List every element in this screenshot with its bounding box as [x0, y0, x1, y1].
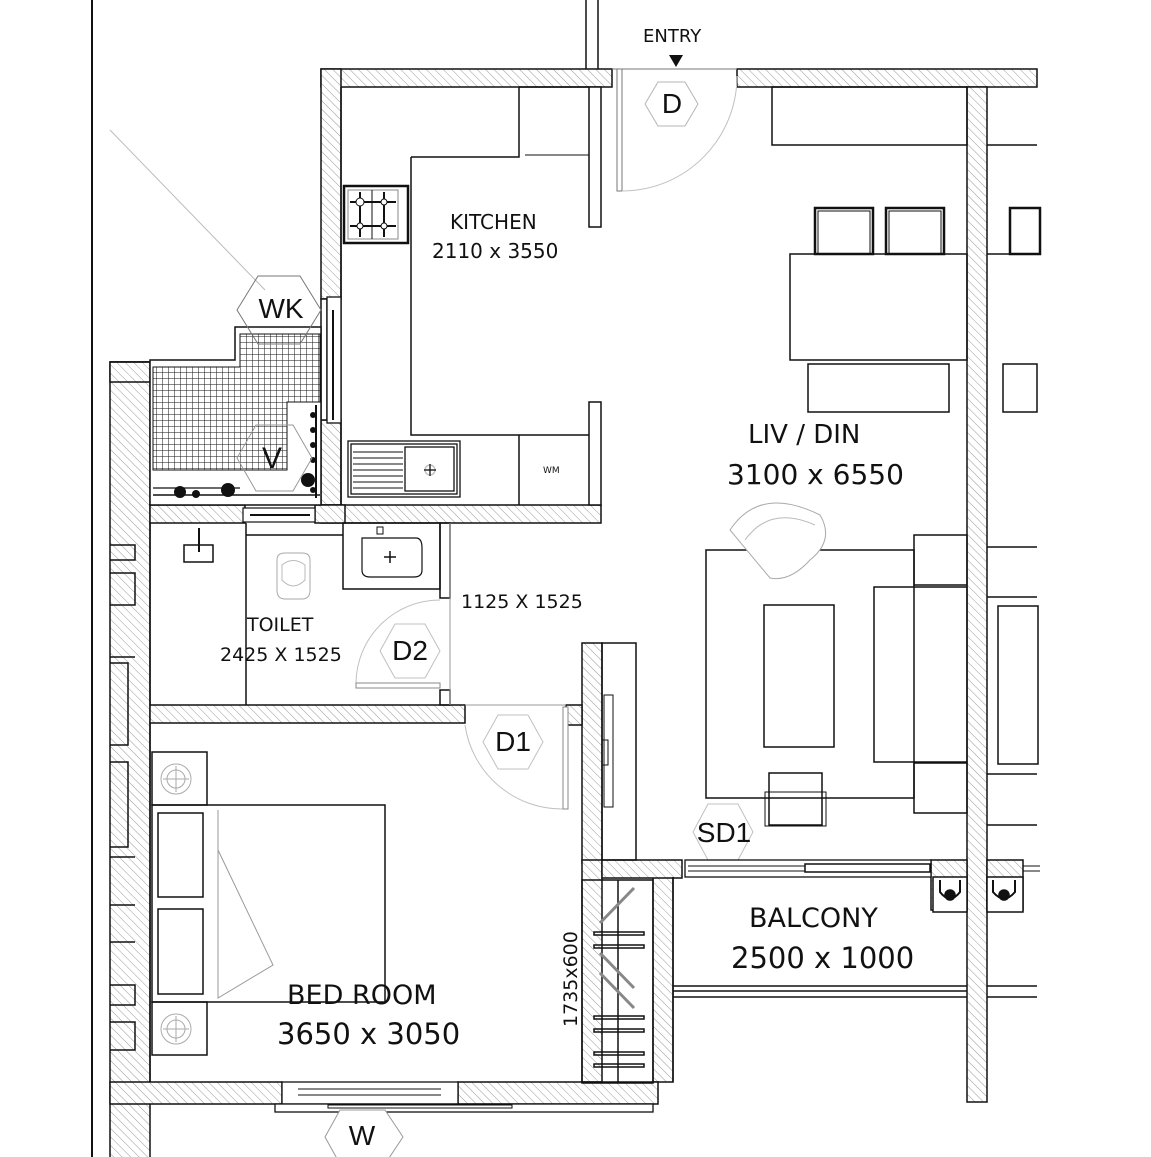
- main-door: [612, 55, 738, 192]
- door-d-tag: D: [661, 88, 683, 119]
- stove-hob: [342, 184, 410, 245]
- kitchen-dims: 2110 x 3550: [432, 239, 559, 263]
- bed: [149, 723, 386, 1082]
- balcony-name: BALCONY: [749, 903, 878, 934]
- window-w-tag: W: [348, 1120, 376, 1151]
- liv-din-dims: 3100 x 6550: [727, 458, 904, 491]
- entry-label: ENTRY: [643, 26, 702, 47]
- kitchen-name: KITCHEN: [450, 210, 537, 234]
- passage-dims: 1125 X 1525: [461, 591, 583, 613]
- armchair: [729, 502, 827, 580]
- walls: [109, 68, 1038, 1157]
- kitchen-sink: [347, 440, 461, 498]
- ventilator-tag: V: [261, 442, 282, 475]
- work-area: [109, 129, 322, 523]
- toilet-dims: 2425 X 1525: [220, 644, 342, 666]
- bedroom-dims: 3650 x 3050: [277, 1017, 461, 1051]
- bedroom-name: BED ROOM: [287, 980, 437, 1011]
- wardrobe: [581, 879, 654, 1084]
- sliding-door-tag: SD1: [696, 817, 752, 848]
- door-d2-tag: D2: [392, 635, 428, 666]
- door-d1-tag: D1: [495, 726, 531, 757]
- sliding-door-sd1: [684, 803, 1040, 878]
- toilet-name: TOILET: [247, 614, 314, 636]
- balcony-railing: [672, 876, 1037, 1082]
- liv-din-name: LIV / DIN: [748, 420, 861, 450]
- washing-machine-label: WM: [543, 466, 560, 476]
- window-w: [274, 1081, 654, 1157]
- balcony-dims: 2500 x 1000: [731, 941, 915, 975]
- door-d2: [355, 599, 441, 689]
- door-d1: [464, 706, 569, 810]
- toilet-fixtures: [149, 522, 451, 706]
- kitchen-window: [326, 296, 342, 424]
- kitchen-counters: [340, 86, 589, 505]
- wardrobe-dims: 1735x600: [560, 931, 582, 1027]
- work-area-tag: WK: [258, 293, 304, 324]
- living-dining-furniture: [705, 86, 1042, 827]
